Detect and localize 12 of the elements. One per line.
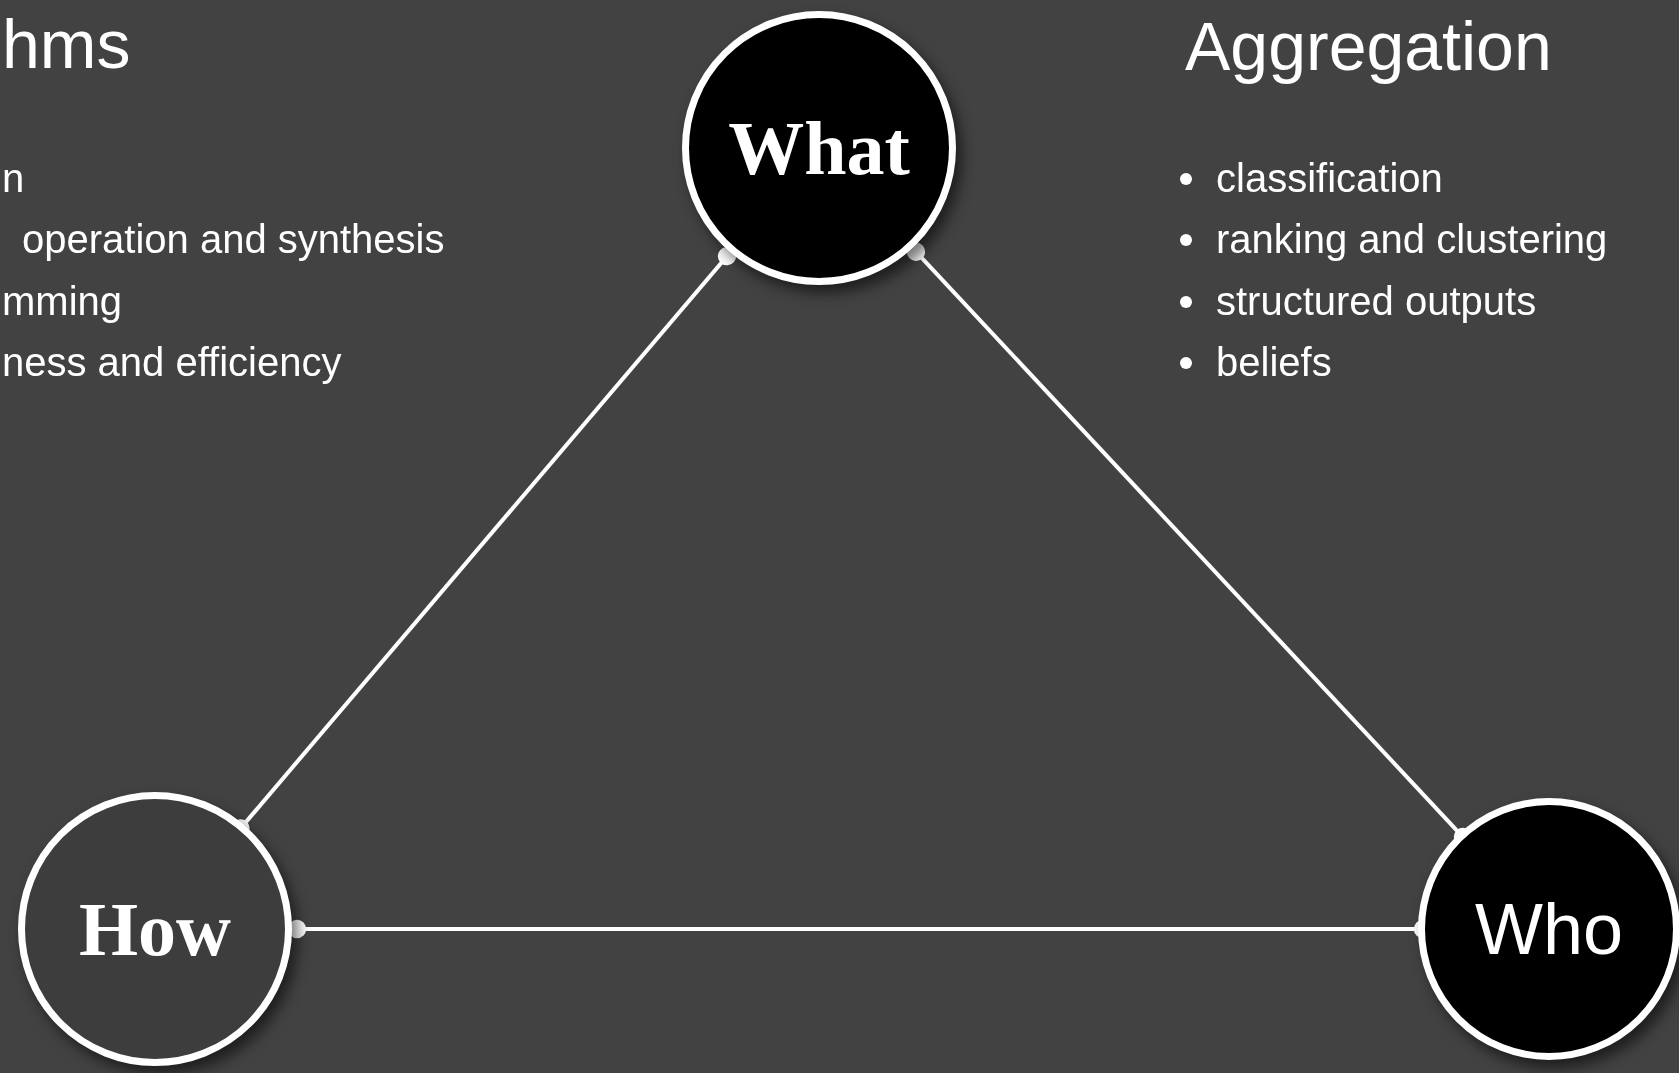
bullet-text: classification	[1216, 158, 1443, 198]
node-label: Who	[1474, 888, 1623, 970]
bullet-text: mming	[2, 281, 123, 321]
node-label: How	[79, 885, 231, 973]
node-label: What	[728, 104, 910, 192]
bullet-text: ranking and clustering	[1216, 219, 1608, 259]
bullet-text: ness and efficiency	[2, 342, 342, 382]
bullet-text: n	[2, 158, 25, 198]
heading: hms	[2, 10, 131, 78]
bullet-text: structured outputs	[1216, 281, 1537, 321]
bullet-text: operation and synthesis	[22, 219, 445, 259]
bullet-text: beliefs	[1216, 342, 1332, 382]
